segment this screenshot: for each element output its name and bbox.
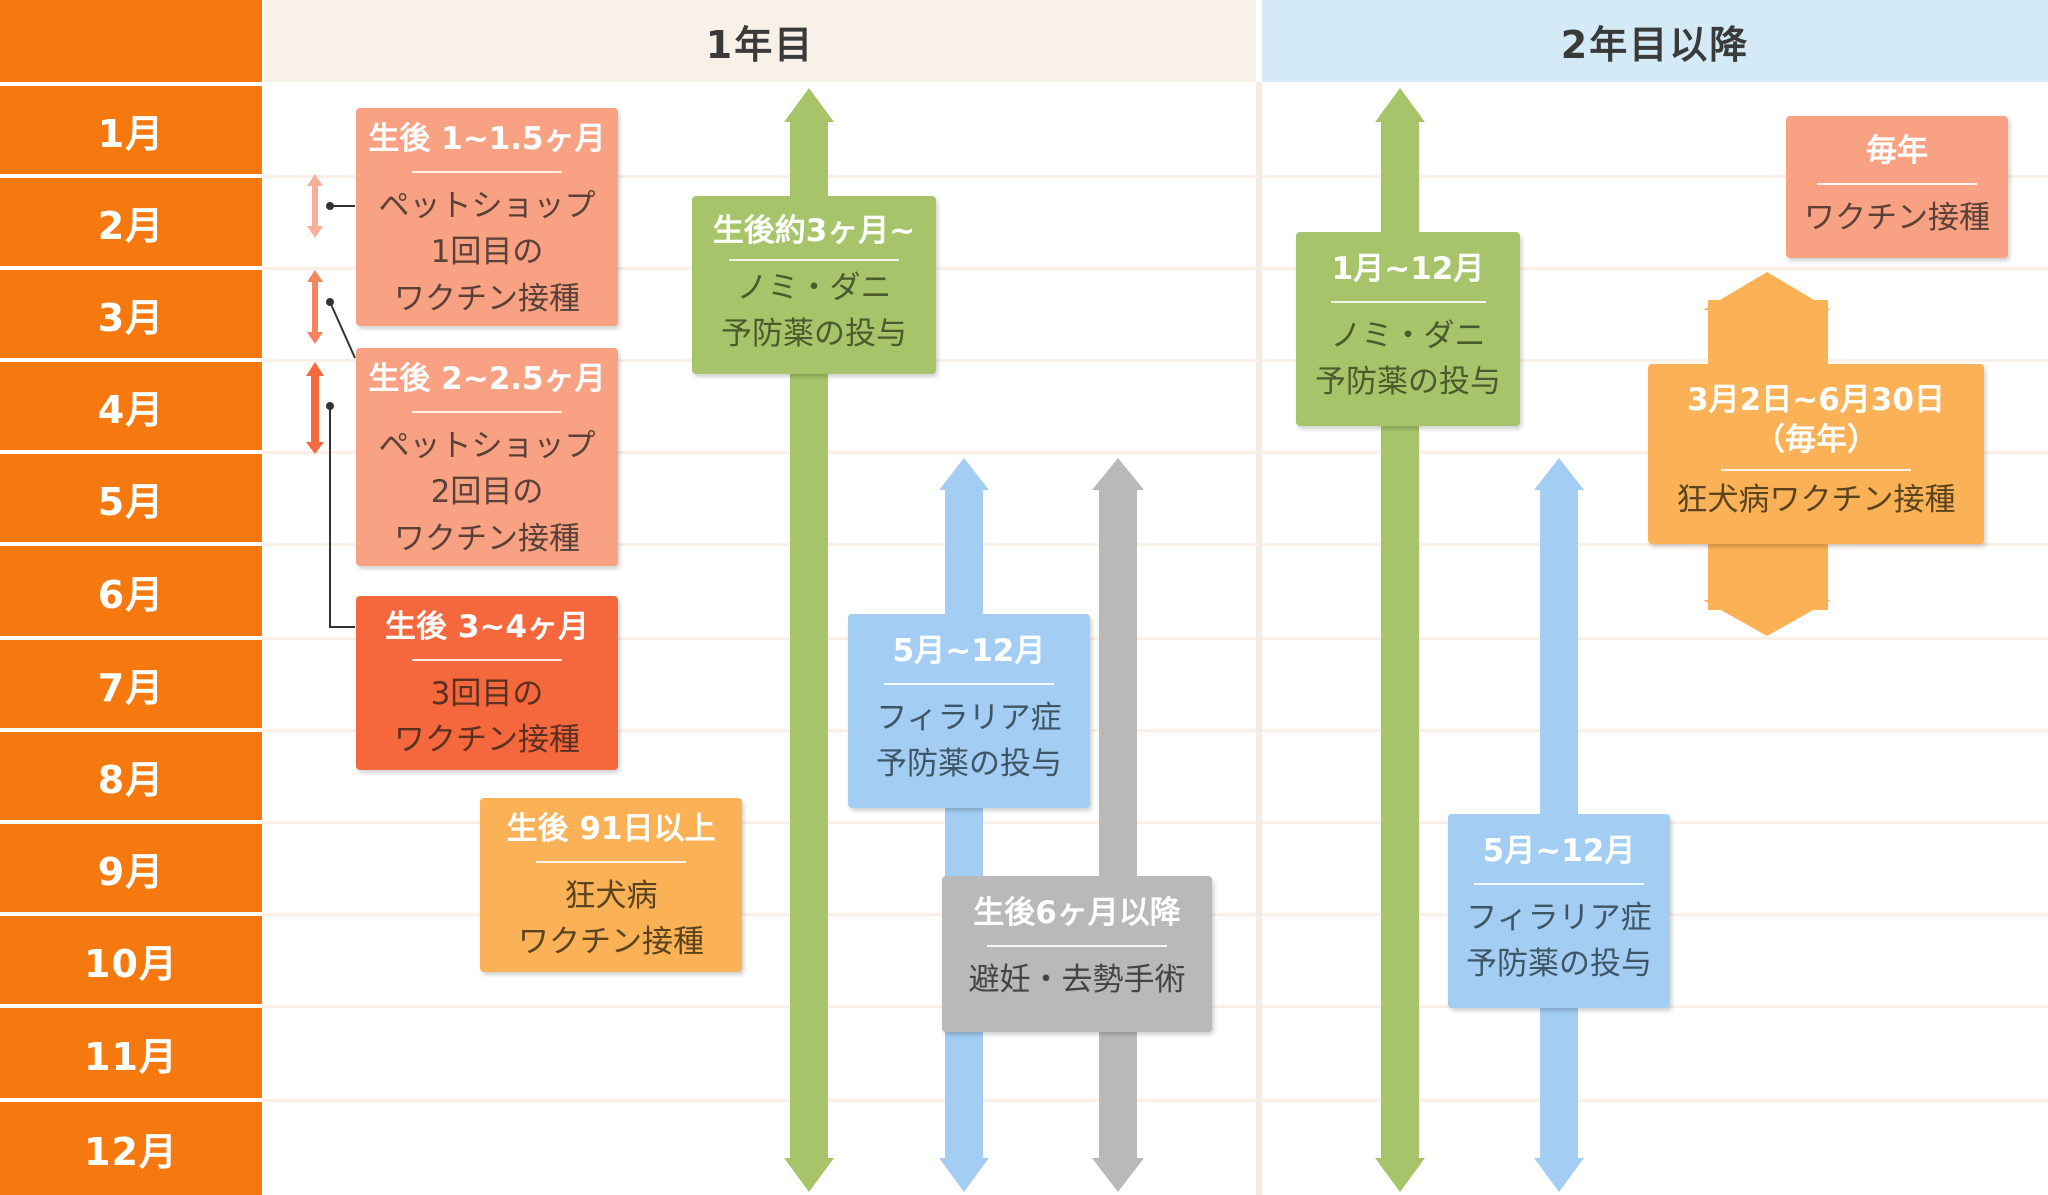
- flea1-line1: ノミ・ダニ: [736, 269, 892, 306]
- rabies2-title: 3月2日~6月30日（毎年）: [1687, 382, 1945, 459]
- month-9: 9月: [0, 824, 262, 912]
- row-line: [262, 543, 2048, 546]
- filaria2-line1: フィラリア症: [1466, 899, 1652, 936]
- row-line: [262, 1099, 2048, 1102]
- month-10: 10月: [0, 916, 262, 1004]
- divider: [729, 258, 899, 261]
- flea2-line2: 予防薬の投与: [1315, 364, 1501, 401]
- row-line: [262, 637, 2048, 640]
- rabies1-title: 生後 91日以上: [506, 811, 716, 847]
- filaria2-body: フィラリア症 予防薬の投与: [1466, 895, 1652, 988]
- interval-arrow-2: [307, 270, 323, 344]
- spay-line1: 避妊・去勢手術: [968, 961, 1186, 998]
- divider: [1721, 468, 1911, 471]
- rabies2-body: 狂犬病ワクチン接種: [1677, 477, 1956, 524]
- flea2-body: ノミ・ダニ 予防薬の投与: [1315, 313, 1501, 406]
- vaccine3-body: 3回目の ワクチン接種: [394, 671, 580, 764]
- connectors: [329, 205, 356, 628]
- rabies1-card: 生後 91日以上 狂犬病 ワクチン接種: [480, 798, 742, 972]
- divider: [987, 944, 1167, 947]
- flea1-title: 生後約3ヶ月~: [712, 213, 916, 249]
- connector-dots: [326, 202, 334, 410]
- filaria2-line2: 予防薬の投与: [1466, 946, 1652, 983]
- interval-arrow-3: [306, 362, 324, 454]
- vaccine3-line2: ワクチン接種: [394, 722, 580, 759]
- annual-vaccine-card: 毎年 ワクチン接種: [1786, 116, 2008, 258]
- filaria2-title: 5月~12月: [1482, 833, 1636, 869]
- month-5: 5月: [0, 454, 262, 542]
- row-line: [262, 451, 2048, 454]
- month-12: 12月: [0, 1102, 262, 1195]
- divider: [1817, 182, 1977, 185]
- divider: [1474, 882, 1644, 885]
- vaccine1-line2: 1回目の: [430, 234, 544, 271]
- row-line: [262, 359, 2048, 362]
- year1-header: 1年目: [264, 0, 1256, 82]
- row-line: [262, 729, 2048, 732]
- month-3: 3月: [0, 270, 262, 358]
- filaria1-line2: 予防薬の投与: [876, 746, 1062, 783]
- divider: [412, 658, 562, 661]
- vaccine2-line1: ペットショップ: [378, 427, 596, 464]
- filaria2-card: 5月~12月 フィラリア症 予防薬の投与: [1448, 814, 1670, 1008]
- flea1-card: 生後約3ヶ月~ ノミ・ダニ 予防薬の投与: [692, 196, 936, 374]
- vaccine1-line1: ペットショップ: [378, 187, 596, 224]
- divider: [412, 170, 562, 173]
- month-6: 6月: [0, 546, 262, 636]
- vaccine1-card: 生後 1~1.5ヶ月 ペットショップ 1回目の ワクチン接種: [356, 108, 618, 326]
- flea2-title: 1月~12月: [1331, 251, 1485, 287]
- filaria1-line1: フィラリア症: [876, 699, 1062, 736]
- month-8: 8月: [0, 732, 262, 820]
- vaccine1-title: 生後 1~1.5ヶ月: [368, 121, 606, 157]
- rabies1-body: 狂犬病 ワクチン接種: [518, 873, 704, 966]
- filaria1-body: フィラリア症 予防薬の投与: [876, 695, 1062, 788]
- year1-filaria-arrow: [939, 458, 989, 1192]
- divider: [1330, 300, 1486, 303]
- divider: [412, 410, 562, 413]
- month-2: 2月: [0, 178, 262, 266]
- filaria1-card: 5月~12月 フィラリア症 予防薬の投与: [848, 614, 1090, 808]
- month-7: 7月: [0, 640, 262, 728]
- vaccine2-line3: ワクチン接種: [394, 520, 580, 557]
- vaccine1-line3: ワクチン接種: [394, 280, 580, 317]
- annual-line1: ワクチン接種: [1804, 199, 1990, 236]
- vaccine3-title: 生後 3~4ヶ月: [385, 609, 589, 645]
- month-11: 11月: [0, 1008, 262, 1098]
- rabies1-line1: 狂犬病: [564, 877, 658, 914]
- annual-title: 毎年: [1866, 133, 1928, 169]
- month-4: 4月: [0, 362, 262, 450]
- row-line: [262, 175, 2048, 178]
- flea2-card: 1月~12月 ノミ・ダニ 予防薬の投与: [1296, 232, 1520, 426]
- vaccine2-line2: 2回目の: [430, 474, 544, 511]
- vaccine2-title: 生後 2~2.5ヶ月: [368, 361, 606, 397]
- year2-header: 2年目以降: [1262, 0, 2048, 82]
- vaccine3-card: 生後 3~4ヶ月 3回目の ワクチン接種: [356, 596, 618, 770]
- divider: [536, 860, 686, 863]
- rabies2-card: 3月2日~6月30日（毎年） 狂犬病ワクチン接種: [1648, 364, 1984, 544]
- divider: [884, 682, 1054, 685]
- column-divider: [1256, 82, 1262, 1195]
- rabies2-line1: 狂犬病ワクチン接種: [1676, 481, 1956, 518]
- month-1: 1月: [0, 86, 262, 174]
- row-line: [262, 267, 2048, 270]
- flea2-line1: ノミ・ダニ: [1330, 317, 1486, 354]
- vaccine2-card: 生後 2~2.5ヶ月 ペットショップ 2回目の ワクチン接種: [356, 348, 618, 566]
- spay-body: 避妊・去勢手術: [969, 957, 1186, 1004]
- interval-arrow-1: [307, 174, 323, 238]
- filaria1-title: 5月~12月: [892, 633, 1046, 669]
- vaccine3-line1: 3回目の: [430, 675, 544, 712]
- month-label: [0, 0, 262, 82]
- annual-body: ワクチン接種: [1804, 195, 1990, 242]
- flea1-body: ノミ・ダニ 予防薬の投与: [721, 265, 907, 358]
- spay-card: 生後6ヶ月以降 避妊・去勢手術: [942, 876, 1212, 1032]
- vaccine1-body: ペットショップ 1回目の ワクチン接種: [379, 183, 596, 323]
- flea1-line2: 予防薬の投与: [721, 316, 907, 353]
- spay-title: 生後6ヶ月以降: [973, 895, 1181, 931]
- vaccine2-body: ペットショップ 2回目の ワクチン接種: [379, 423, 596, 563]
- rabies1-line2: ワクチン接種: [518, 924, 704, 961]
- row-line: [262, 821, 2048, 824]
- year1-spay-arrow: [1092, 458, 1144, 1192]
